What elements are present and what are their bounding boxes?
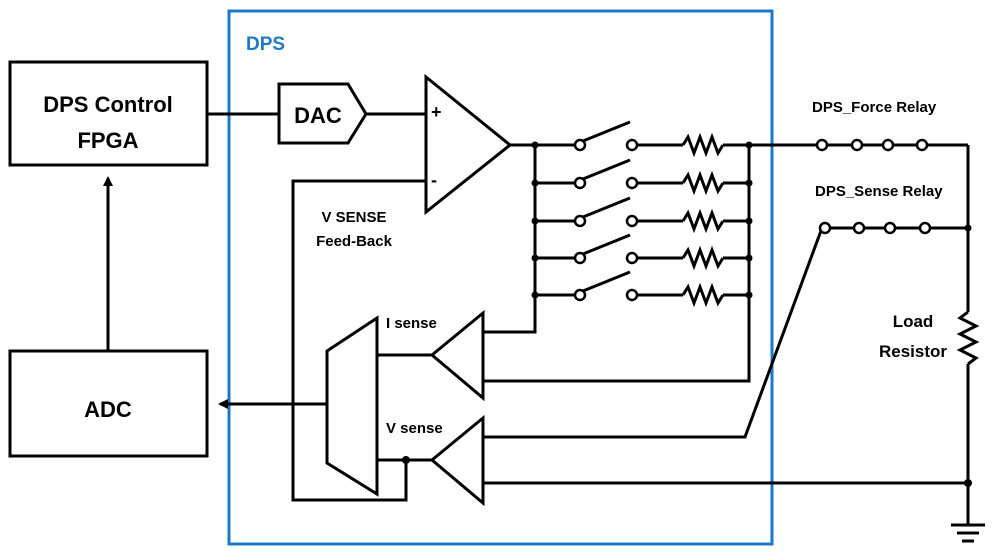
vsense-feedback-label-2: Feed-Back [316,233,393,250]
ground-junction [964,479,972,487]
vsense-feedback-label-1: V SENSE [321,209,386,226]
vsense-amplifier [429,414,485,507]
force-relay [815,138,968,152]
dps-control-label: DPS Control [43,92,173,117]
isense-label: I sense [386,315,437,332]
adc-label: ADC [84,397,132,422]
switch-row-4 [531,233,753,271]
resistor-icon [681,132,725,158]
ground-icon [951,523,985,543]
dac-block: DAC [277,82,368,145]
vsense-label: V sense [386,420,443,437]
switch-row-1 [531,120,753,158]
fpga-label: FPGA [77,128,138,153]
mux-icon [325,315,379,497]
dps-boundary [227,9,774,546]
isense-input-wire-bottom [483,295,751,383]
dac-label: DAC [294,103,342,128]
load-resistor-icon [956,310,980,366]
sense-relay [818,221,968,235]
isense-amplifier [429,309,485,402]
amplifier-icon [424,73,513,216]
load-label-1: Load [893,312,934,331]
opamp-minus: - [431,170,437,190]
switch-row-5 [531,270,753,308]
opamp-plus: + [431,102,442,122]
switch-icon [582,120,631,143]
vsense-input-top [483,227,824,439]
vsense-feedback-wire [291,179,426,502]
sense-junction [964,224,972,232]
sense-relay-label: DPS_Sense Relay [815,183,943,200]
dps-label: DPS [246,34,285,55]
dps-control-fpga-block: DPS Control FPGA [8,60,209,167]
adc-block: ADC [8,349,209,458]
switch-row-2 [531,158,753,196]
switch-row-3 [531,196,753,234]
feedback-junction [402,456,410,464]
force-relay-label: DPS_Force Relay [812,99,937,116]
load-label-2: Resistor [879,342,947,361]
isense-input-wire-top [483,295,537,334]
